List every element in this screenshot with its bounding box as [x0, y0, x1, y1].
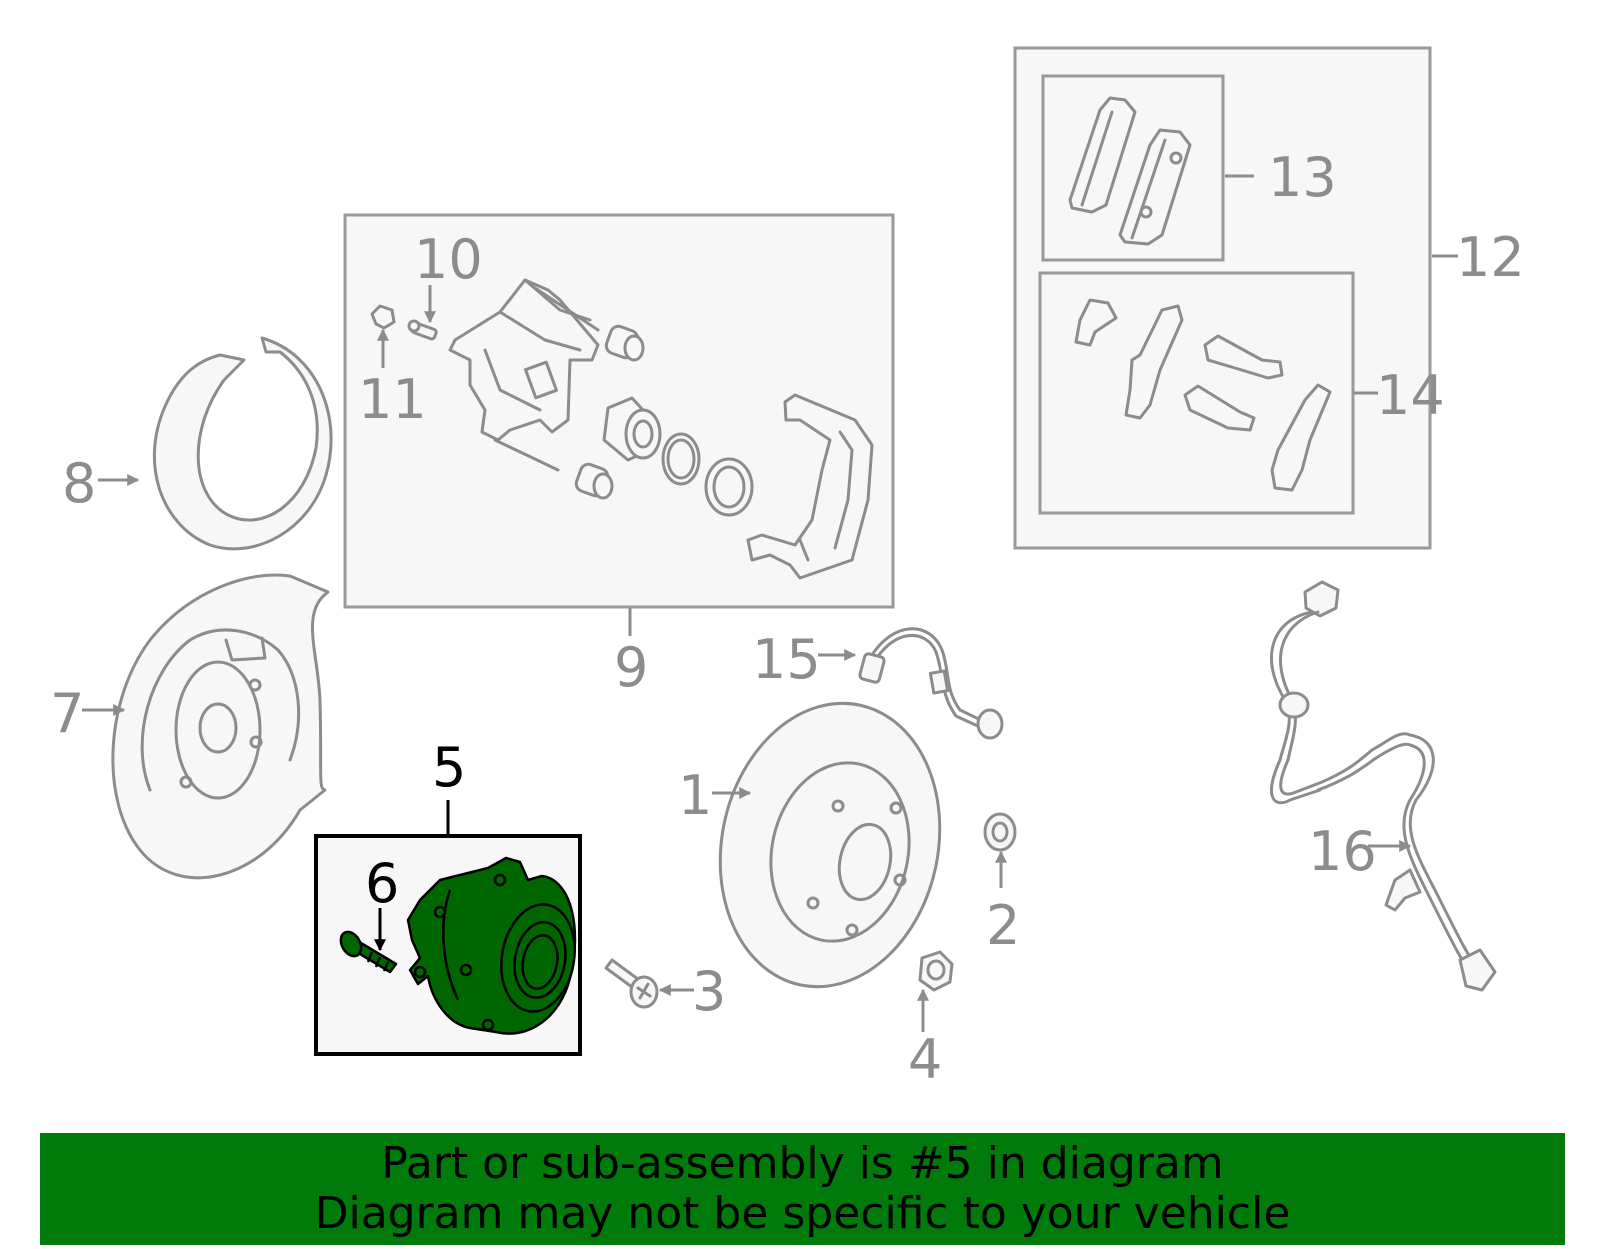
dust-boot-inner [712, 465, 746, 509]
guide-pin-lower [574, 462, 614, 500]
brake-rotor [718, 701, 942, 989]
callout-6: 6 [365, 852, 399, 915]
hub-assembly-group [314, 834, 582, 1056]
callout-3: 3 [692, 960, 726, 1023]
hub-nut [918, 950, 954, 992]
callout-9: 9 [614, 636, 648, 699]
hub-bearing-highlight [406, 856, 577, 1035]
callout-12: 12 [1456, 226, 1525, 289]
caliper-body [448, 278, 600, 472]
callout-15: 15 [752, 628, 821, 691]
callout-14: 14 [1376, 364, 1445, 427]
callout-11: 11 [358, 368, 427, 431]
callout-labels: 1 2 3 4 5 6 7 8 9 10 11 12 13 14 15 16 [50, 146, 1525, 1091]
abs-sensor-harness [1269, 580, 1497, 992]
pad-clip-b [1124, 304, 1184, 420]
pad-clip-d [1183, 384, 1256, 432]
callout-8: 8 [62, 452, 96, 515]
parking-brake-shoe [152, 336, 333, 551]
dust-boot [704, 457, 754, 517]
caliper-piston [602, 396, 662, 462]
guide-pin-upper [604, 324, 645, 362]
brake-pad-outer [1068, 96, 1137, 214]
brake-pad-inner [1118, 128, 1192, 246]
bleeder-cap [370, 304, 396, 330]
pad-clip-e [1270, 383, 1332, 492]
callout-5: 5 [432, 736, 466, 799]
callout-13: 13 [1268, 146, 1337, 209]
caliper-assembly-group [343, 213, 895, 609]
washer [983, 812, 1017, 852]
pad-clip-a [1074, 298, 1118, 347]
pad-clip-c [1203, 334, 1284, 380]
callout-16: 16 [1308, 820, 1377, 883]
rotor-screw [604, 958, 659, 1009]
piston-seal-inner [666, 438, 696, 480]
callout-4: 4 [908, 1028, 942, 1091]
leader-lines [82, 174, 1458, 1032]
callout-1: 1 [678, 764, 712, 827]
info-banner: Part or sub-assembly is #5 in diagram Di… [40, 1133, 1565, 1245]
callout-7: 7 [50, 682, 84, 745]
callout-2: 2 [986, 894, 1020, 957]
backing-plate [111, 573, 330, 880]
callout-10: 10 [414, 228, 483, 291]
bleeder-screw [407, 319, 438, 341]
piston-seal [661, 432, 701, 486]
hub-bolt-highlight [339, 930, 398, 974]
banner-line-1: Part or sub-assembly is #5 in diagram [381, 1138, 1224, 1189]
abs-sensor-front [858, 627, 1004, 740]
banner-line-2: Diagram may not be specific to your vehi… [314, 1188, 1291, 1239]
pad-kit-group [1013, 46, 1432, 550]
caliper-bracket [746, 393, 874, 580]
